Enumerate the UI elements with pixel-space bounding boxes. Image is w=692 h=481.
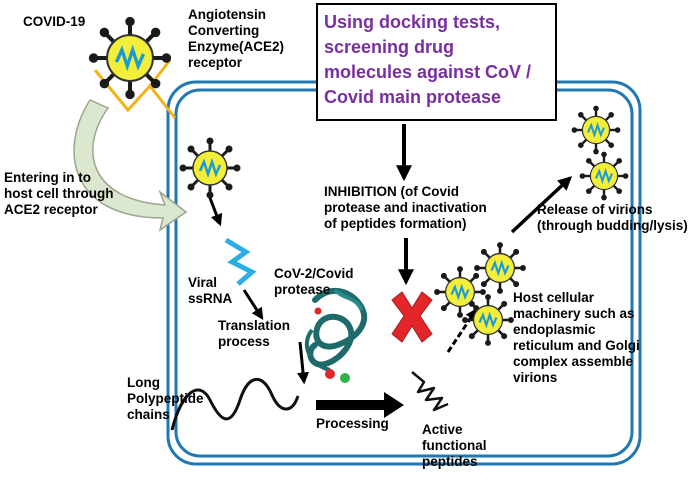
viral-ssrna-label: Viral ssRNA bbox=[188, 275, 233, 306]
covid19-virion bbox=[89, 17, 171, 99]
active-peptides-label: Active functional peptides bbox=[422, 422, 487, 469]
inhibition-x-icon bbox=[391, 291, 433, 343]
entry-arrow bbox=[73, 99, 188, 232]
processing-arrow bbox=[316, 392, 404, 418]
host-machinery-label: Host cellular machinery such as endoplas… bbox=[513, 290, 640, 385]
protease-label: CoV-2/Covid protease bbox=[274, 266, 354, 297]
title-box: Using docking tests, screening drug mole… bbox=[316, 3, 557, 121]
released-virions bbox=[570, 104, 630, 202]
title-text: Using docking tests, screening drug mole… bbox=[324, 12, 532, 107]
translation-label: Translation process bbox=[218, 318, 291, 349]
ace2-receptor-label: Angiotensin Converting Enzyme(ACE2) rece… bbox=[188, 7, 285, 70]
entering-label: Entering in to host cell through ACE2 re… bbox=[4, 170, 114, 217]
processing-label: Processing bbox=[316, 416, 389, 431]
arrow-translation-to-chain bbox=[297, 341, 310, 385]
internalized-virion bbox=[178, 136, 242, 200]
release-label: Release of virions (through budding/lysi… bbox=[537, 202, 688, 233]
viral-ssrna-strand bbox=[224, 237, 257, 286]
polypeptide-chain bbox=[170, 377, 300, 431]
arrow-to-rna bbox=[208, 197, 223, 227]
arrow-to-translation bbox=[242, 289, 264, 321]
active-peptides bbox=[411, 371, 449, 412]
inhibition-label: INHIBITION (of Covid protease and inacti… bbox=[324, 184, 487, 231]
arrow-release bbox=[510, 176, 573, 234]
long-polypeptide-label: Long Polypeptide chains bbox=[127, 375, 204, 422]
covid19-label: COVID-19 bbox=[23, 14, 86, 29]
protease-structure bbox=[304, 288, 368, 383]
